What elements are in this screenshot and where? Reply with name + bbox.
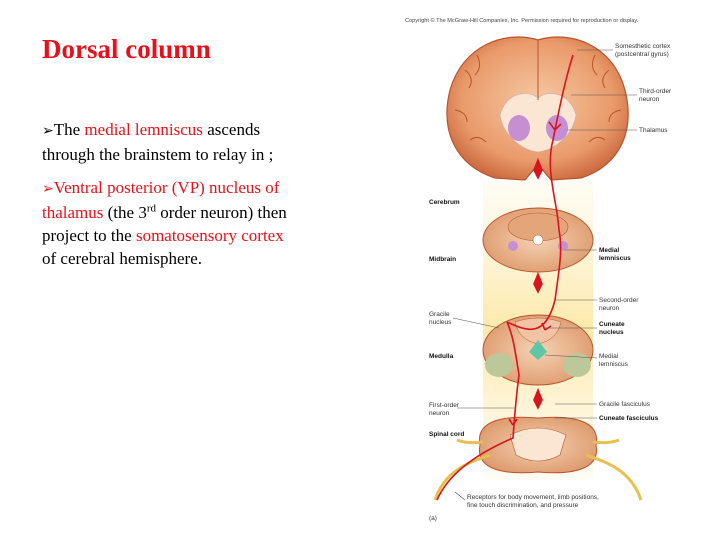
label-postcentral-gyrus: (postcentral gyrus) [615, 51, 669, 58]
cerebrum-section [446, 36, 629, 181]
bullet2-text-a: (the 3 [103, 203, 147, 222]
label-midbrain: Midbrain [429, 256, 456, 263]
label-medulla: Medulla [429, 353, 454, 360]
label-third-order: Third-order [639, 88, 672, 95]
slide-title: Dorsal column [42, 34, 211, 64]
label-medial-lemniscus-1a: Medial [599, 247, 619, 254]
pathway-diagram: Copyright © The McGraw-Hill Companies, I… [405, 17, 672, 522]
label-cerebrum: Cerebrum [429, 199, 460, 206]
label-gracile: Gracile [429, 311, 450, 318]
label-cuneate-nucleus: nucleus [599, 329, 624, 336]
label-gracile-fasciculus: Gracile fasciculus [599, 401, 651, 408]
bullet2-highlight2: somatosensory cortex [135, 226, 284, 245]
label-gracile-nucleus: nucleus [429, 319, 452, 326]
label-first-order-neuron: neuron [429, 410, 450, 417]
label-first-order: First-order [429, 402, 460, 409]
label-third-order-neuron: neuron [639, 96, 660, 103]
leader-lines [452, 49, 637, 501]
bullet1-prefix: The [53, 120, 85, 139]
neuron-pathway [436, 54, 574, 501]
label-medial-lemniscus-2b: lemniscus [599, 361, 629, 368]
bullet-list: ➢The medial lemniscus ascends through th… [42, 118, 302, 280]
medulla-section [482, 314, 594, 386]
label-cuneate: Cuneate [599, 321, 625, 328]
bullet-vp-nucleus: ➢Ventral posterior (VP) nucleus of thala… [42, 176, 302, 270]
label-medial-lemniscus-2a: Medial [599, 353, 619, 360]
label-second-order: Second-order [599, 297, 639, 304]
bullet1-highlight: medial lemniscus [84, 120, 203, 139]
bullet2-text-c: of cerebral hemisphere. [42, 249, 202, 268]
label-second-order-neuron: neuron [599, 305, 620, 312]
bullet-medial-lemniscus: ➢The medial lemniscus ascends through th… [42, 118, 302, 166]
dorsal-column-figure: Copyright © The McGraw-Hill Companies, I… [395, 0, 720, 540]
label-somesthetic-cortex: Somesthetic cortex [615, 43, 671, 50]
label-cuneate-fasciculus: Cuneate fasciculus [599, 415, 659, 422]
thalamus-left [508, 115, 530, 141]
bullet-arrow-icon: ➢ [42, 181, 54, 197]
bullet2-highlight: Ventral posterior (VP) nucleus of thalam… [42, 178, 280, 222]
bullet2-superscript: rd [146, 202, 156, 215]
bullet-arrow-icon: ➢ [42, 123, 54, 139]
label-thalamus: Thalamus [639, 127, 668, 134]
bullet1-text: ascends through the brainstem to relay i… [42, 120, 274, 164]
label-spinal-cord: Spinal cord [429, 431, 464, 438]
midbrain-section [482, 207, 594, 273]
copyright-notice: Copyright © The McGraw-Hill Companies, I… [405, 17, 639, 24]
bullet2-text-b: order neuron) then project to the [42, 203, 287, 245]
label-receptors-line1: Receptors for body movement, limb positi… [467, 494, 599, 501]
spinal-cord-section [433, 416, 643, 501]
label-receptors-line2: fine touch discrimination, and pressure [467, 502, 579, 509]
label-panel-a: (a) [429, 515, 437, 522]
label-medial-lemniscus-1b: lemniscus [599, 255, 631, 262]
